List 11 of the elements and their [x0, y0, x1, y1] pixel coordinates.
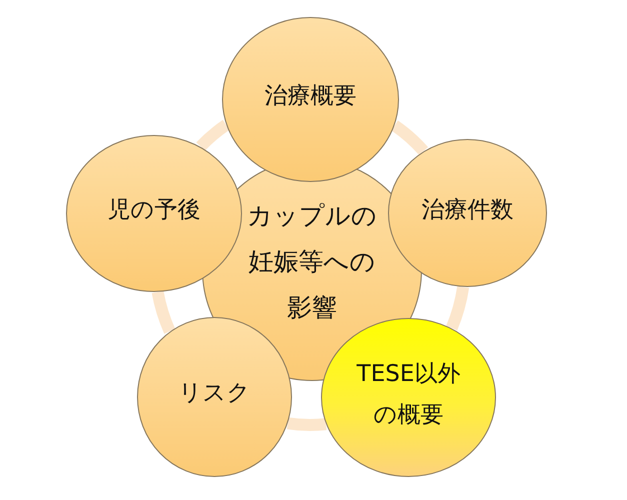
circle-label: 児の予後 — [108, 196, 200, 226]
circle-label: 治療件数 — [422, 196, 514, 225]
connector-arc — [446, 286, 470, 330]
circle-label: TESE以外の概要 — [356, 360, 462, 430]
circle-label: 治療概要 — [264, 82, 356, 112]
circle-label: カップルの妊娠等への影響 — [246, 200, 378, 324]
circle-label: リスク — [178, 378, 250, 408]
connector-arc — [152, 290, 176, 334]
connector-arc — [196, 120, 230, 151]
connector-arc — [391, 120, 428, 156]
connector-arc — [287, 417, 326, 431]
